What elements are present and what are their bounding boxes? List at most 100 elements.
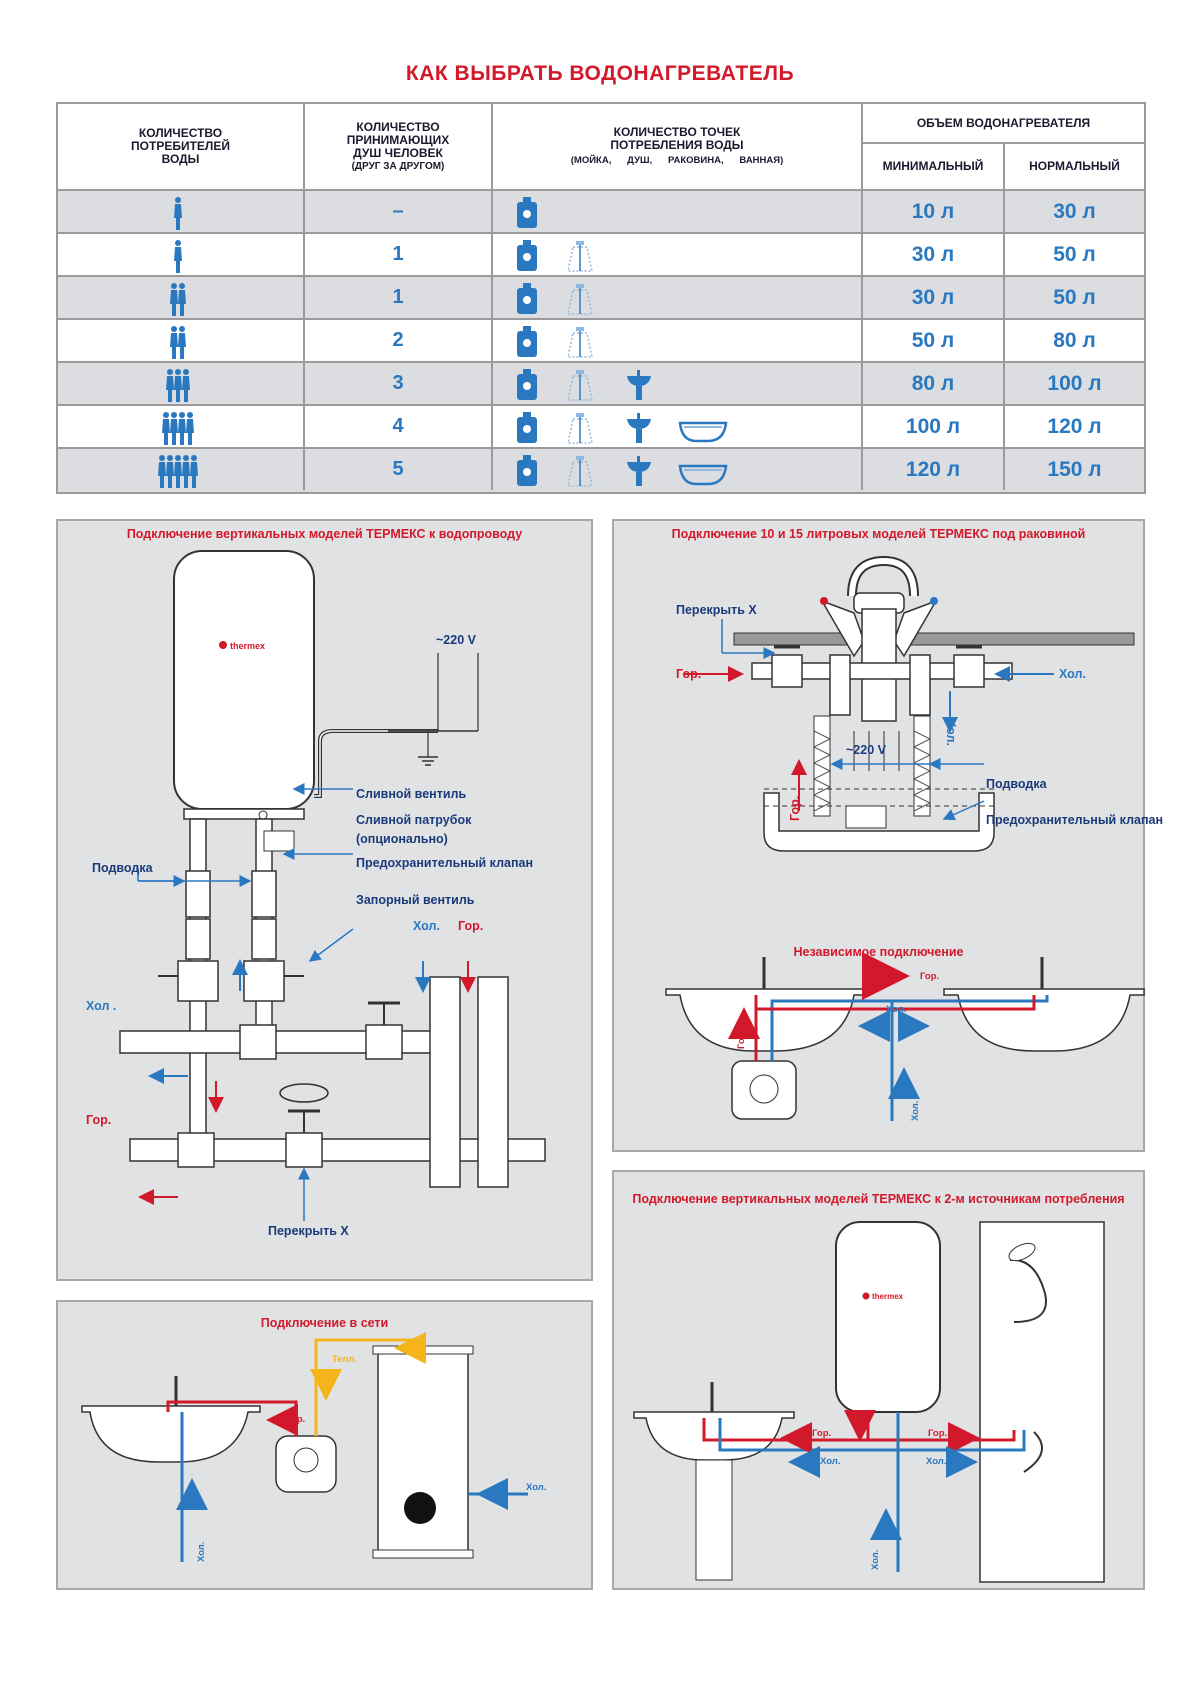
panel1-title: Подключение вертикальных моделей ТЕРМЕКС… [126, 527, 523, 541]
panel3-diagram [665, 952, 1145, 1121]
showers-cell: 5 [392, 458, 404, 480]
min-volume-cell: 50 л [911, 328, 955, 352]
shower-cabin [979, 1221, 1105, 1583]
panel2-safety-valve: Предохранительный клапан [986, 813, 1164, 827]
brand-logo-icon [219, 641, 227, 649]
min-volume-cell: 120 л [905, 457, 961, 481]
min-volume-cell: 30 л [911, 242, 955, 266]
label-hot-left: Гор. [86, 1113, 112, 1127]
page-title: КАК ВЫБРАТЬ ВОДОНАГРЕВАТЕЛЬ [405, 62, 795, 85]
kettle-icon [517, 283, 537, 314]
panel-network-connection: Подключение в сети Тепл. Гор. Хол. Хол. [56, 1300, 593, 1590]
shower-icon [568, 456, 593, 487]
norm-volume-cell: 50 л [1053, 242, 1096, 266]
bath-icon [678, 421, 728, 443]
kettle-icon [517, 412, 537, 443]
header-points: КОЛИЧЕСТВО ТОЧЕК ПОТРЕБЛЕНИЯ ВОДЫ (МОЙКА… [570, 125, 784, 167]
header-consumers: КОЛИЧЕСТВО ПОТРЕБИТЕЛЕЙ ВОДЫ [131, 126, 230, 166]
panel2-voltage: ~220 V [846, 743, 886, 757]
panel5-title: Подключение вертикальных моделей ТЕРМЕКС… [632, 1192, 1125, 1206]
sink-icon [627, 456, 651, 486]
boiler-tank [835, 1221, 941, 1413]
norm-volume-cell: 120 л [1047, 414, 1102, 438]
shower-icon [568, 241, 593, 272]
panel3-cold-vertical: Хол. [910, 1100, 921, 1121]
kettle-icon [517, 197, 537, 228]
bath-icon [678, 464, 728, 486]
panel4-cold-vertical: Хол. [196, 1541, 207, 1562]
panel3-hot: Гор. [920, 971, 940, 982]
showers-cell: 1 [392, 286, 404, 308]
svg-text:thermex: thermex [872, 1292, 904, 1301]
norm-volume-cell: 30 л [1053, 199, 1096, 223]
label-drain-valve: Сливной вентиль [356, 787, 467, 801]
kettle-icon [517, 326, 537, 357]
people-icon [170, 283, 186, 316]
people-icon [158, 455, 198, 488]
label-stop-valve: Запорный вентиль [356, 893, 475, 907]
panel4-diagram [81, 1332, 528, 1562]
norm-volume-cell: 150 л [1047, 457, 1102, 481]
panel2-title: Подключение 10 и 15 литровых моделей ТЕР… [671, 527, 1086, 541]
panel2-hot: Гор. [676, 667, 702, 681]
table-row: 1 30 л 50 л [58, 277, 1144, 320]
panel5-cold-left: Хол. [820, 1456, 841, 1467]
people-icon [166, 369, 190, 402]
panel5-hot-right: Гор. [928, 1428, 948, 1439]
min-volume-cell: 30 л [911, 285, 955, 309]
people-icon [162, 412, 194, 445]
shower-icon [568, 370, 593, 401]
panel-two-sources: Подключение вертикальных моделей ТЕРМЕКС… [612, 1170, 1145, 1590]
showers-cell: 4 [392, 415, 404, 437]
panel-under-sink: Подключение 10 и 15 литровых моделей ТЕР… [612, 519, 1163, 1152]
header-showers: КОЛИЧЕСТВО ПРИНИМАЮЩИХ ДУШ ЧЕЛОВЕК (ДРУГ… [346, 119, 450, 172]
selection-table: КОЛИЧЕСТВО ПОТРЕБИТЕЛЕЙ ВОДЫ КОЛИЧЕСТВО … [56, 102, 1146, 494]
table-row: 4 100 л 120 л [58, 406, 1144, 449]
table-row: 1 30 л 50 л [58, 234, 1144, 277]
panel5-hot-left: Гор. [812, 1428, 832, 1439]
shower-icon [568, 284, 593, 315]
table-row: 2 50 л 80 л [58, 320, 1144, 363]
panel5-diagram: thermex [633, 1221, 1105, 1583]
panel2-cold: Хол. [1059, 667, 1086, 681]
showers-cell: – [392, 200, 404, 222]
panel2-shut-x: Перекрыть X [676, 603, 757, 617]
panel2-diagram [684, 555, 1135, 852]
min-volume-cell: 10 л [911, 199, 955, 223]
label-hot-riser: Гор. [458, 919, 484, 933]
min-volume-cell: 100 л [905, 414, 961, 438]
panel4-heat: Тепл. [332, 1354, 358, 1365]
table-header: КОЛИЧЕСТВО ПОТРЕБИТЕЛЕЙ ВОДЫ КОЛИЧЕСТВО … [58, 104, 1144, 191]
norm-volume-cell: 50 л [1053, 285, 1096, 309]
panel-vertical-water-supply: Подключение вертикальных моделей ТЕРМЕКС… [56, 519, 593, 1281]
shower-icon [568, 327, 593, 358]
people-icon [174, 240, 182, 273]
table-row: 5 120 л 150 л [58, 449, 1144, 492]
norm-volume-cell: 100 л [1047, 371, 1102, 395]
svg-text:thermex: thermex [230, 641, 265, 651]
panel2-supply: Подводка [986, 777, 1047, 791]
table-row: – 10 л 30 л [58, 191, 1144, 234]
label-cold-riser: Хол. [413, 919, 440, 933]
showers-cell: 3 [392, 372, 404, 394]
panel3-hot-vertical: Гор. [736, 1029, 747, 1049]
panel1-voltage: ~220 V [436, 633, 476, 647]
label-shut-x: Перекрыть X [268, 1224, 349, 1238]
panel5-cold-vertical: Хол. [870, 1549, 881, 1570]
kettle-icon [517, 240, 537, 271]
header-volume: ОБЪЕМ ВОДОНАГРЕВАТЕЛЯ [863, 104, 1144, 144]
boiler-tank [173, 550, 315, 810]
kettle-icon [517, 455, 537, 486]
norm-volume-cell: 80 л [1053, 328, 1096, 352]
shower-icon [568, 413, 593, 444]
panel5-cold-right: Хол. [926, 1456, 947, 1467]
showers-cell: 2 [392, 329, 404, 351]
label-supply: Подводка [92, 861, 153, 875]
panel4-hot: Гор. [286, 1414, 306, 1425]
header-min: МИНИМАЛЬНЫЙ [882, 159, 984, 173]
panel4-title: Подключение в сети [260, 1316, 389, 1330]
showers-cell: 1 [392, 243, 404, 265]
sink-icon [627, 370, 651, 400]
people-icon [174, 197, 182, 230]
